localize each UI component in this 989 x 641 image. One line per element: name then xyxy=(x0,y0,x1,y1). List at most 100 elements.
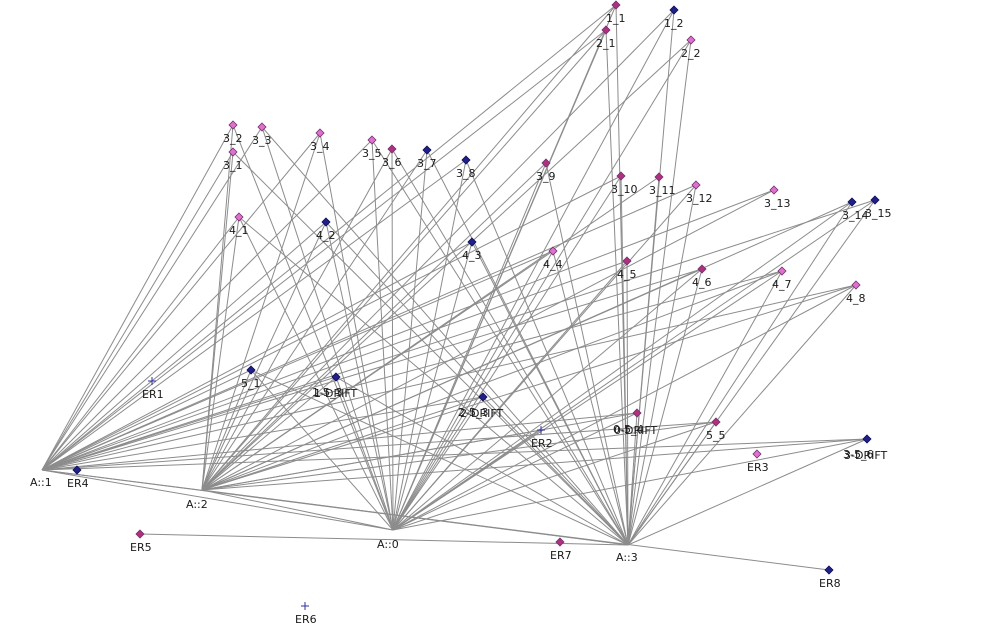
diamond-marker-icon xyxy=(478,392,488,402)
node-A2[interactable]: A::2 xyxy=(186,498,208,511)
node-n1_5[interactable]: 1-5_3 xyxy=(312,372,342,399)
edge-A3-n5_1 xyxy=(250,369,629,546)
node-n0_5[interactable]: 0-5_4 xyxy=(613,408,643,436)
node-n3_3[interactable]: 3_3 xyxy=(252,122,272,147)
diamond-marker-icon xyxy=(862,434,872,444)
node-label: 4_1 xyxy=(229,224,249,237)
edge-A2-n1_2 xyxy=(201,9,675,491)
node-n5_5[interactable]: 5_5 xyxy=(706,417,726,442)
diamond-marker-icon xyxy=(541,158,551,168)
node-n3_2[interactable]: 3_2 xyxy=(223,120,243,145)
node-label: 4_4 xyxy=(543,258,563,271)
edge-A3-n3_3 xyxy=(261,126,629,546)
node-n2d[interactable]: 2-DRIFT xyxy=(460,407,503,420)
diamond-marker-icon xyxy=(228,120,238,130)
edge-A1-n3_5b xyxy=(41,438,868,471)
node-n1d[interactable]: 1-DRIFT xyxy=(314,387,357,400)
node-label: 3_9 xyxy=(536,170,556,183)
diamond-marker-icon xyxy=(548,246,558,256)
diamond-marker-icon xyxy=(246,365,256,375)
cross-marker-icon xyxy=(301,602,309,610)
edge-A1-n3_12 xyxy=(41,184,697,471)
node-ER4[interactable]: ER4 xyxy=(67,465,89,490)
node-n2_2[interactable]: 2_2 xyxy=(681,35,701,60)
node-n4_7[interactable]: 4_7 xyxy=(772,266,792,291)
node-n4_3[interactable]: 4_3 xyxy=(462,237,482,262)
node-n4_4[interactable]: 4_4 xyxy=(543,246,563,271)
node-ER8[interactable]: ER8 xyxy=(819,565,841,590)
node-label: A::3 xyxy=(616,551,638,564)
node-n3_11[interactable]: 3_11 xyxy=(649,172,676,197)
node-label: 2-5_3 xyxy=(458,406,488,419)
node-label: A::1 xyxy=(30,476,52,489)
edge-A1-n3_15 xyxy=(41,199,876,471)
node-n1_2[interactable]: 1_2 xyxy=(664,5,684,30)
node-label: 2_2 xyxy=(681,47,701,60)
node-n3_15[interactable]: 3_15 xyxy=(865,195,892,220)
edge-A1-n3_2 xyxy=(41,124,234,471)
node-n4_8[interactable]: 4_8 xyxy=(846,280,866,305)
node-n3d[interactable]: 3-DRIFT xyxy=(844,449,887,462)
node-label: ER4 xyxy=(67,477,89,490)
edge-A3-n3_8 xyxy=(465,159,629,546)
node-n5_1[interactable]: 5_1 xyxy=(241,365,261,390)
edge-A0-n3_7 xyxy=(392,149,428,531)
node-ER6[interactable]: ER6 xyxy=(295,602,317,626)
node-label: 1-5_3 xyxy=(312,386,342,399)
node-label: ER6 xyxy=(295,613,317,626)
node-n4_6[interactable]: 4_6 xyxy=(692,264,712,289)
diamond-marker-icon xyxy=(686,35,696,45)
node-ER5[interactable]: ER5 xyxy=(130,529,152,554)
node-label: 3_11 xyxy=(649,184,676,197)
node-n3_14[interactable]: 3_14 xyxy=(842,197,869,222)
node-label: 0-DRIFT xyxy=(614,424,657,437)
edge-A0-n5_1 xyxy=(250,369,394,531)
node-ER2[interactable]: ER2 xyxy=(531,426,553,450)
node-A0[interactable]: A::0 xyxy=(377,538,399,551)
node-label: ER5 xyxy=(130,541,152,554)
node-n1_1[interactable]: 1_1 xyxy=(606,0,626,25)
node-n3_5b[interactable]: 3-5_6 xyxy=(843,434,873,461)
node-layer: A::1A::2A::0A::3 1_1 1_22_12_23_2 3_33_1 3_4… xyxy=(30,0,892,626)
node-n3_9[interactable]: 3_9 xyxy=(536,158,556,183)
node-n4_1[interactable]: 4_1 xyxy=(229,212,249,237)
node-label: 2_1 xyxy=(596,37,616,50)
edge-A1-n3_13 xyxy=(41,189,775,471)
node-A3[interactable]: A::3 xyxy=(616,551,638,564)
node-n3_4[interactable]: 3_4 xyxy=(310,128,330,153)
node-n3_13[interactable]: 3_13 xyxy=(764,185,791,210)
edge-A0-n3_2 xyxy=(232,124,394,531)
diamond-marker-icon xyxy=(422,145,432,155)
node-n3_6[interactable]: 3_6 xyxy=(382,144,402,169)
node-n3_12[interactable]: 3_12 xyxy=(686,180,713,205)
diamond-marker-icon xyxy=(691,180,701,190)
node-n2_5[interactable]: 2-5_3 xyxy=(458,392,488,419)
diamond-marker-icon xyxy=(777,266,787,276)
node-label: 1-DRIFT xyxy=(314,387,357,400)
node-ER7[interactable]: ER7 xyxy=(550,537,572,562)
edge-A2-n3_7 xyxy=(201,149,428,491)
node-n2_1[interactable]: 2_1 xyxy=(596,25,616,50)
node-ER1[interactable]: ER1 xyxy=(142,377,164,401)
node-ER3[interactable]: ER3 xyxy=(747,449,769,474)
edge-A0-n4_7 xyxy=(392,270,783,531)
diamond-marker-icon xyxy=(870,195,880,205)
node-n0d[interactable]: 0-DRIFT xyxy=(614,424,657,437)
edge-A0-n2_1 xyxy=(392,29,607,531)
diamond-marker-icon xyxy=(611,0,621,10)
node-label: 4_7 xyxy=(772,278,792,291)
node-n3_8[interactable]: 3_8 xyxy=(456,155,476,180)
node-n3_7[interactable]: 3_7 xyxy=(417,145,437,170)
node-n3_1[interactable]: 3_1 xyxy=(223,147,243,172)
edge-A0-ER2 xyxy=(392,429,542,531)
node-A1[interactable]: A::1 xyxy=(30,476,52,489)
node-n4_5[interactable]: 4_5 xyxy=(617,256,637,281)
edge-A3-n4_6 xyxy=(627,268,703,546)
edge-A3-n1_5 xyxy=(335,376,629,546)
node-n4_2[interactable]: 4_2 xyxy=(316,217,336,242)
edge-A2-n3_4 xyxy=(201,132,321,491)
edge-A0-n3_5 xyxy=(371,139,394,531)
node-n3_5[interactable]: 3_5 xyxy=(362,135,382,160)
node-n3_10[interactable]: 3_10 xyxy=(611,171,638,196)
